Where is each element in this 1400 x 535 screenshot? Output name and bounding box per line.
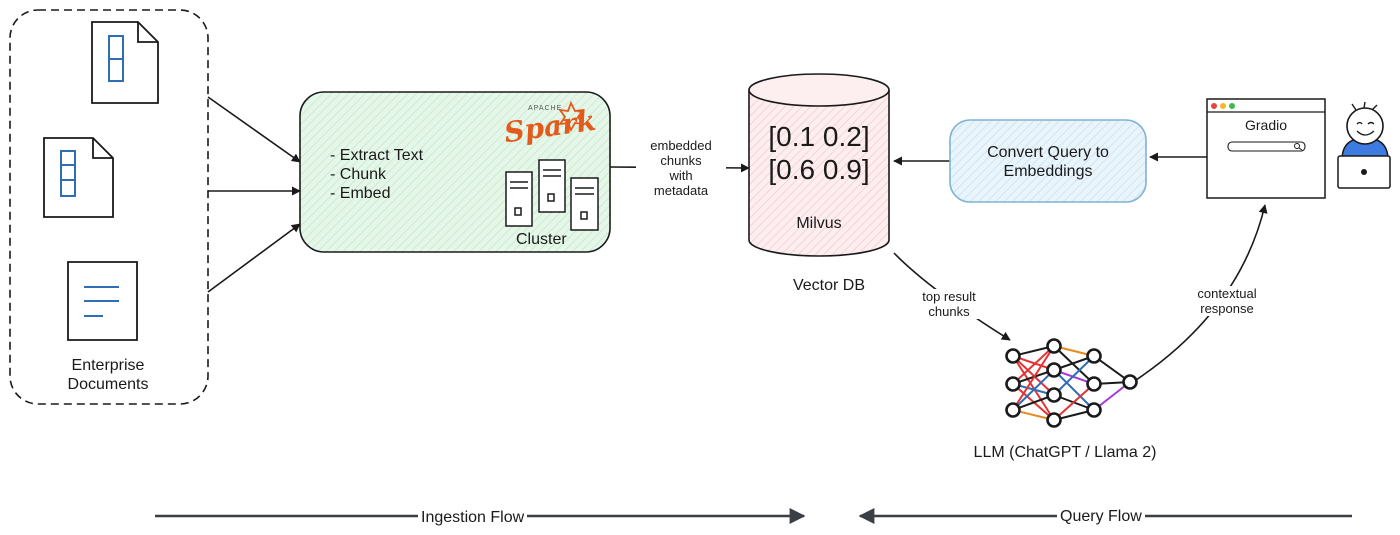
spreadsheet-document-icon (91, 21, 159, 104)
arrow-docs-to-processing-3 (207, 223, 301, 293)
edge-response-line2: response (1200, 301, 1254, 316)
edge-ingest-line2: chunks (660, 153, 702, 168)
documents-label-line2: Documents (67, 376, 149, 393)
edge-ingest-line4: metadata (653, 183, 709, 198)
spreadsheet-document-icon (43, 137, 114, 218)
spark-star-icon (558, 100, 585, 133)
step-chunk: - Chunk (330, 166, 387, 183)
edge-label-embedded-chunks: embedded chunks with metadata (636, 138, 726, 198)
step-extract-text: - Extract Text (330, 147, 424, 164)
edge-response-line1: contextual (1197, 286, 1257, 301)
milvus-label: Milvus (796, 215, 842, 232)
query-embedding-node (949, 119, 1147, 203)
vector-line1: [0.1 0.2] (768, 121, 870, 152)
arrow-docs-to-processing-1 (207, 96, 301, 163)
llm-caption: LLM (ChatGPT / Llama 2) (973, 444, 1157, 461)
edge-label-contextual-response: contextual response (1182, 286, 1272, 316)
spark-logo-small-text: APACHE (528, 105, 563, 112)
query-embedding-label: Convert Query to Embeddings (950, 143, 1146, 181)
query-embed-line2: Embeddings (1003, 163, 1093, 180)
edge-ingest-line1: embedded (650, 138, 712, 153)
edge-results-line1: top result (922, 289, 976, 304)
window-maximize-dot (1229, 103, 1235, 109)
documents-label-line1: Enterprise (71, 357, 145, 374)
gradio-title: Gradio (1244, 117, 1288, 133)
text-document-icon (67, 261, 138, 341)
window-minimize-dot (1220, 103, 1226, 109)
edge-label-top-results: top result chunks (908, 289, 990, 319)
search-icon (1294, 143, 1303, 151)
query-embed-line1: Convert Query to (987, 144, 1109, 161)
server-cluster-icon (505, 159, 599, 231)
documents-dashed-border (9, 9, 209, 405)
documents-group (9, 9, 209, 405)
documents-label: Enterprise Documents (40, 356, 176, 394)
llm-network-icon (1005, 338, 1138, 428)
gradio-window (1206, 98, 1326, 199)
window-close-dot (1211, 103, 1217, 109)
user-laptop-icon (1337, 101, 1391, 189)
vector-db-node (748, 73, 890, 257)
ingestion-flow-label: Ingestion Flow (418, 508, 528, 527)
processing-node (299, 91, 611, 253)
processing-steps: - Extract Text - Chunk - Embed (330, 146, 423, 203)
vector-line2: [0.6 0.9] (768, 154, 870, 185)
vector-db-caption: Vector DB (792, 277, 866, 294)
cluster-label: Cluster (516, 231, 567, 248)
edge-ingest-line3: with (669, 168, 693, 183)
step-embed: - Embed (330, 185, 391, 202)
query-flow-label: Query Flow (1057, 507, 1145, 526)
vector-values: [0.1 0.2] [0.6 0.9] (755, 120, 883, 186)
edge-results-line2: chunks (928, 304, 970, 319)
gradio-search-box (1227, 141, 1306, 152)
